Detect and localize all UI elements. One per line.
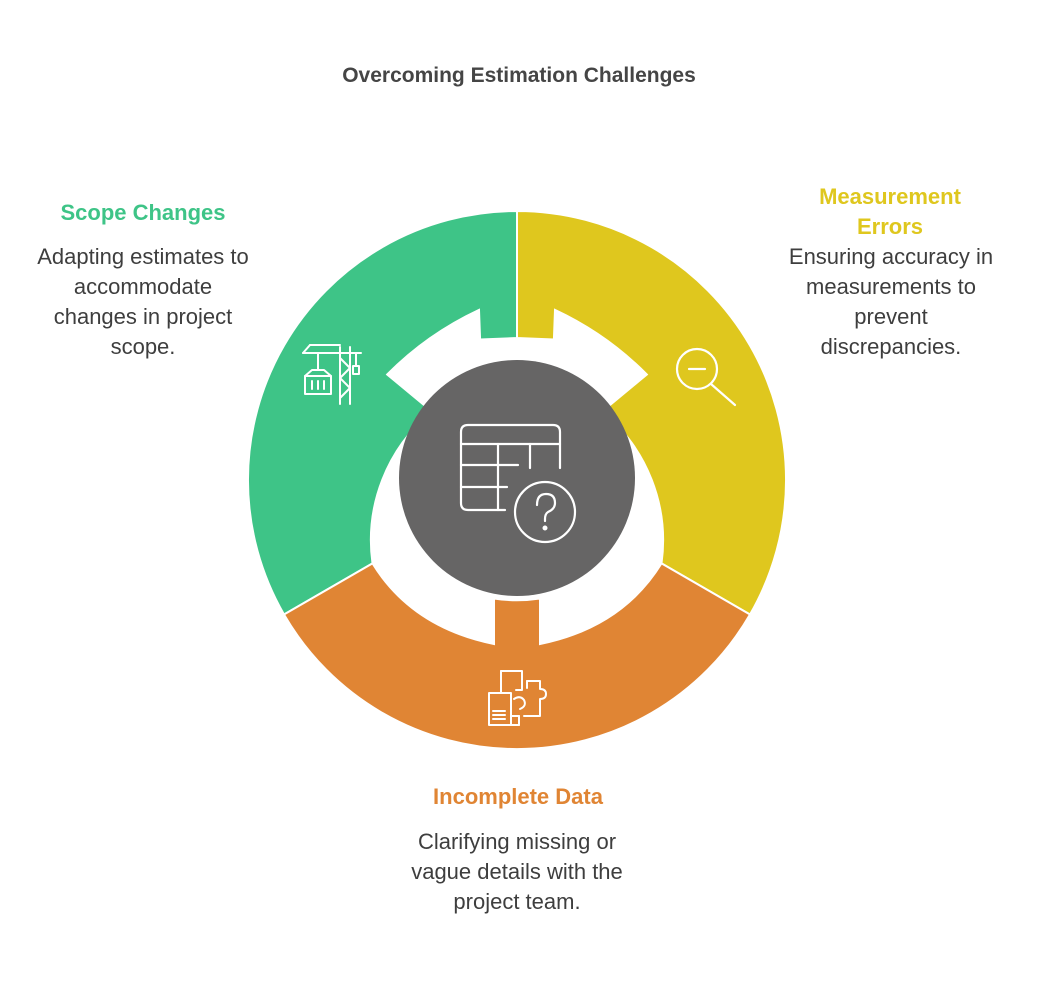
measurement-errors-title: Measurement Errors	[819, 184, 961, 239]
table-question-icon	[459, 423, 577, 544]
scope-changes-description: Adapting estimates to accommodate change…	[37, 244, 249, 359]
page-title: Overcoming Estimation Challenges	[342, 64, 696, 87]
scope-changes-title: Scope Changes	[60, 200, 226, 225]
zoom-out-icon	[675, 347, 737, 407]
measurement-errors-description: Ensuring accuracy in measurements to pre…	[788, 244, 994, 359]
incomplete-data-description: Clarifying missing or vague details with…	[411, 829, 623, 914]
segment-incomplete[interactable]	[282, 562, 752, 751]
crane-icon	[302, 344, 362, 405]
center-circle	[399, 360, 635, 596]
floor-plan-icon	[488, 670, 547, 726]
incomplete-data-title: Incomplete Data	[433, 784, 603, 809]
ring-segments	[247, 209, 787, 751]
